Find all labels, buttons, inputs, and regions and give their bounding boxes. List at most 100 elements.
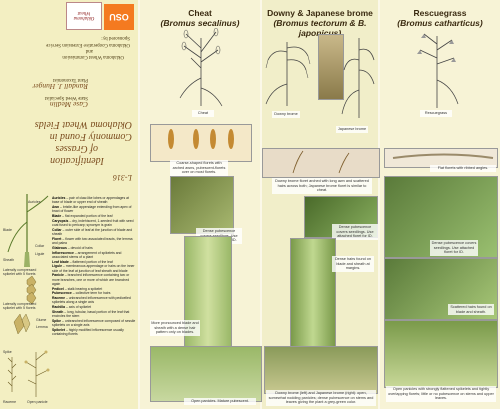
- rescue-florets-photo: [384, 148, 498, 168]
- rescue-sheath-caption: Scattered hairs found on blade and sheat…: [448, 304, 494, 316]
- label-lemma: Lemma: [36, 325, 48, 329]
- label-glume: Glume: [36, 318, 47, 322]
- sponsor-2: Oklahoma Wheat Commission: [62, 54, 124, 59]
- rescue-florets-caption: Flat florets with ribbed angles.: [430, 165, 496, 172]
- label-spikelet-1: Laterally compressed spikelet with 5 flo…: [3, 268, 37, 276]
- wheat-commission-logo: Oklahoma Wheat: [66, 2, 102, 30]
- glossary-term: Inflorescence: [52, 250, 74, 255]
- sponsors-label: Sponsored by:: [101, 35, 130, 40]
- glossary-entry: Raceme – unbranched inflorescence with p…: [52, 296, 136, 304]
- glossary-entry: Floret – flower with two associated brac…: [52, 237, 136, 245]
- downy-drawing-caption: Downy brome: [272, 111, 300, 118]
- glossary-term: Auricles: [52, 196, 66, 200]
- cheat-panicle-photo: [150, 346, 262, 402]
- osu-logo: OSU: [104, 4, 134, 30]
- glossary-term: Ligule: [52, 264, 62, 269]
- cheat-sheath-caption: More pronounced blade and sheath with a …: [150, 320, 200, 336]
- glossary-entry: Inflorescence – arrangement of spikelets…: [52, 251, 136, 259]
- glossary-entry: Rachilla – axis of spikelet: [52, 305, 136, 309]
- cheat-drawing-caption: Cheat: [192, 110, 214, 117]
- label-spikelet-2: Laterally compressed spikelet with 5 flo…: [3, 302, 37, 310]
- sponsor-1: Oklahoma Cooperative Extension Service: [45, 42, 130, 47]
- downy-florets-caption: Downy brome floret arched with long awn …: [272, 178, 372, 194]
- downy-field-photo: [318, 34, 344, 100]
- glossary: Auricles – pair of claw-like lobes or ap…: [52, 196, 136, 337]
- glossary-definition: – collective term for hairs: [71, 291, 111, 296]
- glossary-term: Pedicel: [52, 286, 64, 291]
- glossary-entry: Glabrous – devoid of hairs: [52, 246, 136, 250]
- author-1-name: Case Medlin: [49, 100, 88, 109]
- cheat-hairs-photo: [170, 176, 234, 234]
- glossary-definition: – bristle-like appendage extending from …: [52, 205, 132, 214]
- glossary-term: Rachilla: [52, 305, 66, 310]
- glossary-term: Blade: [52, 214, 62, 218]
- glossary-definition: – highly modified inflorescence usually …: [52, 327, 124, 337]
- glossary-entry: Spike – unbranched inflorescence compose…: [52, 319, 136, 327]
- glossary-definition: – flower with two associated bracts, the…: [52, 236, 133, 245]
- japanese-drawing-caption: Japanese brome: [336, 126, 368, 133]
- grass-anatomy-diagram: [7, 194, 50, 397]
- glossary-definition: – pair of claw-like lobes or appendages …: [52, 196, 129, 205]
- glossary-definition: – flat expanded portion of the leaf: [61, 214, 113, 218]
- glossary-entry: Awn – bristle-like appendage extending f…: [52, 205, 136, 213]
- downy-title: Downy & Japanese brome (Bromus tectorum …: [267, 8, 373, 38]
- glossary-definition: – outer side of leaf at the junction of …: [52, 227, 133, 236]
- author-2-name: Randall J. Hunger: [32, 82, 88, 91]
- rescue-hairs-caption: Dense pubescence covers seedlings. Use a…: [430, 240, 478, 256]
- glossary-term: Sheath: [52, 309, 64, 314]
- downy-sheath-caption: Dense hairs found on blade and sheath at…: [332, 256, 374, 272]
- glossary-term: Raceme: [52, 296, 66, 301]
- glossary-entry: Auricles – pair of claw-like lobes or ap…: [52, 196, 136, 204]
- downy-panicle-photo: [264, 346, 378, 394]
- glossary-definition: – dry, indehiscent, 1-seeded fruit with …: [52, 218, 134, 227]
- glossary-term: Glabrous: [52, 245, 67, 250]
- title-line-4: Oklahoma Wheat Fields: [34, 119, 132, 130]
- glossary-term: Caryopsis: [52, 218, 69, 223]
- glossary-term: Collar: [52, 227, 62, 232]
- glossary-entry: Pedicel – stalk bearing a spikelet: [52, 287, 136, 291]
- glossary-term: Leaf blade: [52, 259, 69, 264]
- glossary-definition: – stalk bearing a spikelet: [63, 286, 103, 291]
- glossary-term: Panicle: [52, 273, 64, 278]
- glossary-definition: – devoid of hairs: [66, 245, 93, 250]
- rescue-drawing: [417, 33, 459, 108]
- glossary-entry: Panicle – branched inflorescence contain…: [52, 273, 136, 286]
- glossary-term: Spikelet: [52, 327, 66, 332]
- sponsor-and: and: [85, 48, 93, 53]
- title-line-1: Identification: [50, 155, 104, 166]
- label-sheath: Sheath: [3, 258, 15, 262]
- title-line-2: of Grasses: [55, 143, 98, 154]
- glossary-term: Spike: [52, 318, 62, 323]
- publication-code: L-316: [112, 173, 132, 182]
- cheat-drawing: [179, 28, 223, 107]
- glossary-entry: Blade – flat expanded portion of the lea…: [52, 214, 136, 218]
- title-block-inverted: OSU Oklahoma Wheat Sponsored by: Oklahom…: [0, 0, 138, 190]
- cheat-panicle-caption: Open panicles. Mature pubescent.: [184, 398, 256, 405]
- glossary-definition: – arrangement of spikelets and associate…: [52, 250, 122, 259]
- cheat-florets-caption: Coarse-shaped florets with arched awns, …: [170, 160, 228, 176]
- downy-hairs-caption: Dense pubescence covers seedlings. Use a…: [332, 224, 378, 240]
- rescue-panicle-photo: [384, 320, 498, 388]
- label-blade: Blade: [3, 228, 12, 232]
- rescue-title: Rescuegrass (Bromus catharticus): [397, 8, 483, 28]
- glossary-definition: – branched inflorescence containing two …: [52, 273, 130, 286]
- glossary-definition: – unbranched inflorescence composed of s…: [52, 318, 136, 328]
- downy-florets-photo: [262, 148, 380, 178]
- glossary-entry: Caryopsis – dry, indehiscent, 1-seeded f…: [52, 219, 136, 227]
- glossary-entry: Ligule – membranous appendage or hairs o…: [52, 264, 136, 272]
- glossary-entry: Spikelet – highly modified inflorescence…: [52, 328, 136, 336]
- glossary-definition: – long, tubular, basal portion of the le…: [52, 309, 130, 319]
- label-auricles: Auricles: [28, 200, 41, 204]
- label-raceme: Raceme: [3, 400, 17, 404]
- downy-drawing: [265, 42, 311, 106]
- glossary-definition: – axis of spikelet: [65, 305, 92, 310]
- title-line-3: Commonly Found in: [49, 131, 132, 142]
- glossary-definition: – unbranched inflorescence with pedicell…: [52, 296, 131, 305]
- glossary-term: Pubescence: [52, 291, 72, 296]
- glossary-definition: – membranous appendage or hairs on the i…: [52, 264, 135, 273]
- glossary-definition: – flattened portion of the leaf: [68, 259, 113, 264]
- label-open-panicle: Open panicle: [27, 400, 48, 404]
- glossary-term: Floret: [52, 236, 62, 241]
- rescue-drawing-caption: Rescuegrass: [420, 110, 452, 117]
